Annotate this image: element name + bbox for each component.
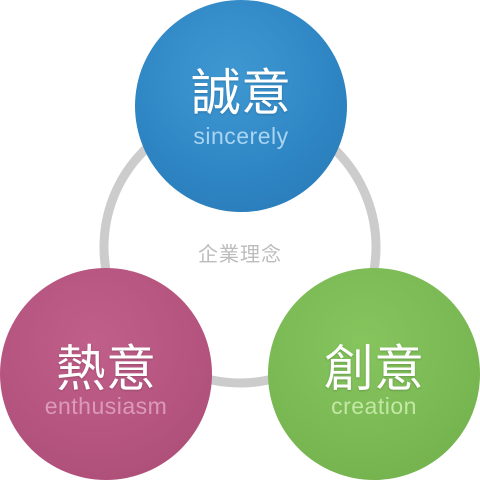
node-sincerely-roman: sincerely — [193, 123, 289, 149]
node-sincerely: 誠意 sincerely — [135, 0, 347, 212]
node-sincerely-kanji: 誠意 — [191, 64, 291, 122]
node-creation-roman: creation — [331, 393, 417, 419]
node-creation: 創意 creation — [268, 268, 480, 480]
node-creation-kanji: 創意 — [324, 340, 424, 398]
node-enthusiasm: 熱意 enthusiasm — [0, 268, 212, 480]
corporate-philosophy-label: 企業理念 — [198, 242, 282, 266]
node-enthusiasm-roman: enthusiasm — [44, 393, 168, 419]
node-enthusiasm-kanji: 熱意 — [56, 340, 156, 398]
